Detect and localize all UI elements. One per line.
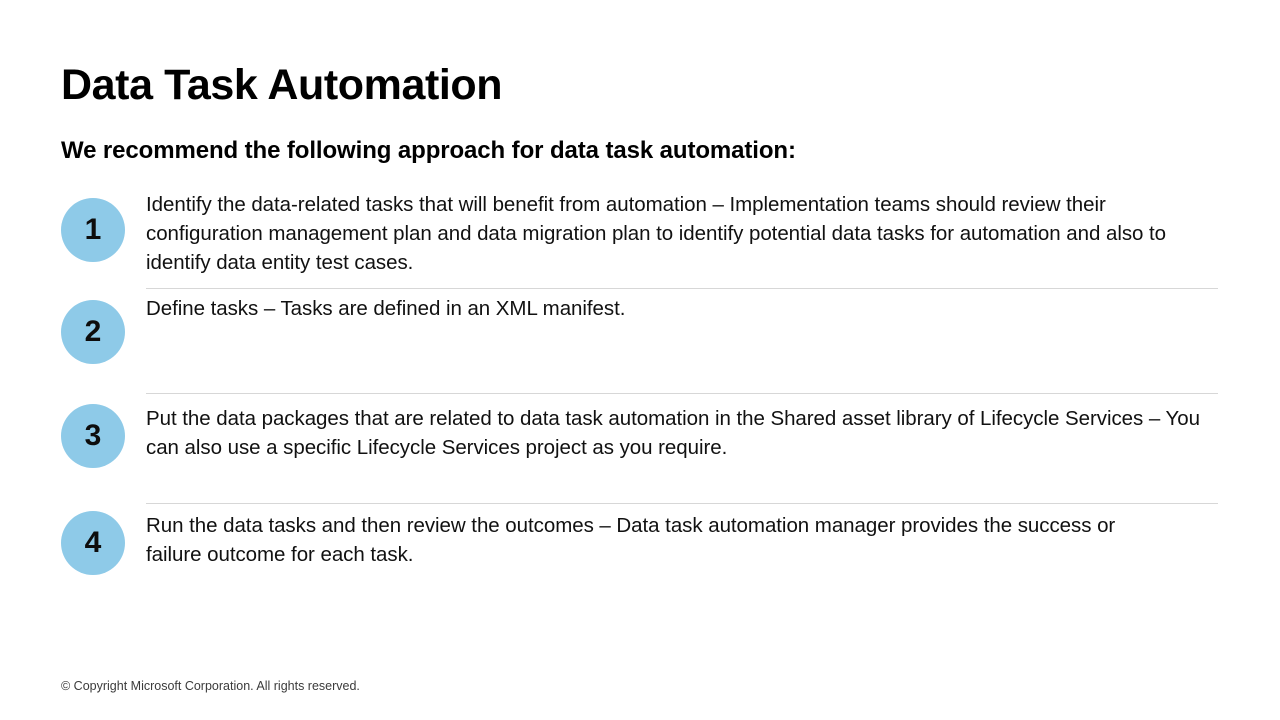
step-number-badge: 4 bbox=[61, 511, 125, 575]
list-item: 4 Run the data tasks and then review the… bbox=[61, 507, 1221, 607]
step-divider bbox=[146, 288, 1218, 289]
step-description: Put the data packages that are related t… bbox=[146, 407, 1200, 459]
step-body: Put the data packages that are related t… bbox=[146, 400, 1221, 462]
footer-copyright: © Copyright Microsoft Corporation. All r… bbox=[61, 679, 360, 693]
step-divider bbox=[146, 503, 1218, 504]
step-body: Run the data tasks and then review the o… bbox=[146, 507, 1221, 569]
step-divider bbox=[146, 393, 1218, 394]
step-description: Define tasks – Tasks are defined in an X… bbox=[146, 297, 626, 320]
step-number-badge: 3 bbox=[61, 404, 125, 468]
list-item: 2 Define tasks – Tasks are defined in an… bbox=[61, 290, 1221, 400]
list-item: 1 Identify the data-related tasks that w… bbox=[61, 186, 1221, 290]
page-title: Data Task Automation bbox=[61, 61, 503, 109]
step-body: Identify the data-related tasks that wil… bbox=[146, 186, 1221, 277]
step-body: Define tasks – Tasks are defined in an X… bbox=[146, 290, 1221, 323]
steps-list: 1 Identify the data-related tasks that w… bbox=[61, 186, 1221, 607]
step-description: Identify the data-related tasks that wil… bbox=[146, 193, 1167, 274]
step-number-badge: 2 bbox=[61, 300, 125, 364]
step-description: Run the data tasks and then review the o… bbox=[146, 514, 1116, 566]
slide-subtitle: We recommend the following approach for … bbox=[61, 137, 796, 164]
step-number-badge: 1 bbox=[61, 198, 125, 262]
list-item: 3 Put the data packages that are related… bbox=[61, 400, 1221, 507]
